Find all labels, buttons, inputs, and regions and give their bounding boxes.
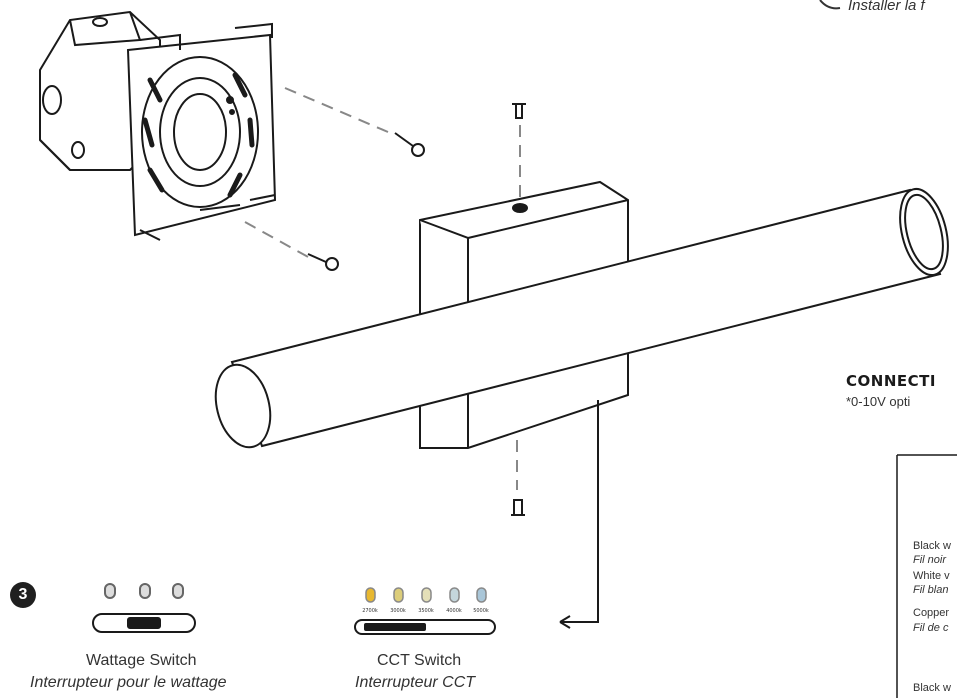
- step-circle-edge: [819, 0, 841, 10]
- connection-subtitle: *0-10V opti: [846, 394, 911, 409]
- light-tube: [214, 187, 949, 449]
- cct-switch-label-fr: Interrupteur CCT: [355, 674, 476, 691]
- wattage-switch-graphic: [92, 583, 196, 633]
- cct-switch-label: CCT Switch: [377, 652, 462, 669]
- cct-label-3: 4000k: [446, 608, 462, 614]
- step-number-badge: 3: [10, 582, 36, 608]
- pointer-arrow: [559, 400, 599, 629]
- cct-label-4: 5000k: [473, 608, 489, 614]
- wiring-panel: [896, 454, 957, 698]
- wire-label-black-2: Black w: [913, 682, 951, 694]
- cct-position-labels: 2700k 3000k 3500k 4000k 5000k: [362, 608, 489, 614]
- cct-switch-graphic: [354, 587, 496, 635]
- cct-label-0: 2700k: [362, 608, 378, 614]
- step-number: 3: [18, 586, 28, 603]
- wattage-switch-label: Wattage Switch: [86, 652, 197, 669]
- connection-title: CONNECTI: [846, 372, 936, 390]
- wire-label-copper-fr: Fil de c: [913, 622, 949, 634]
- cct-label-2: 3500k: [418, 608, 434, 614]
- cct-led-5000: [476, 587, 487, 603]
- screws: [307, 103, 526, 516]
- wire-label-white: White v: [913, 570, 950, 582]
- cct-led-4000: [449, 587, 460, 603]
- wire-label-black-fr: Fil noir: [913, 554, 947, 566]
- top-note: Installer la f: [848, 0, 925, 14]
- cct-led-3500: [421, 587, 432, 603]
- mounting-bracket: [126, 22, 277, 241]
- cct-label-1: 3000k: [390, 608, 406, 614]
- wire-label-white-fr: Fil blan: [913, 584, 949, 596]
- wire-label-copper: Copper: [913, 607, 950, 619]
- wire-label-black: Black w: [913, 540, 951, 552]
- cct-led-3000: [393, 587, 404, 603]
- cct-led-2700: [365, 587, 376, 603]
- wattage-switch-label-fr: Interrupteur pour le wattage: [30, 674, 227, 691]
